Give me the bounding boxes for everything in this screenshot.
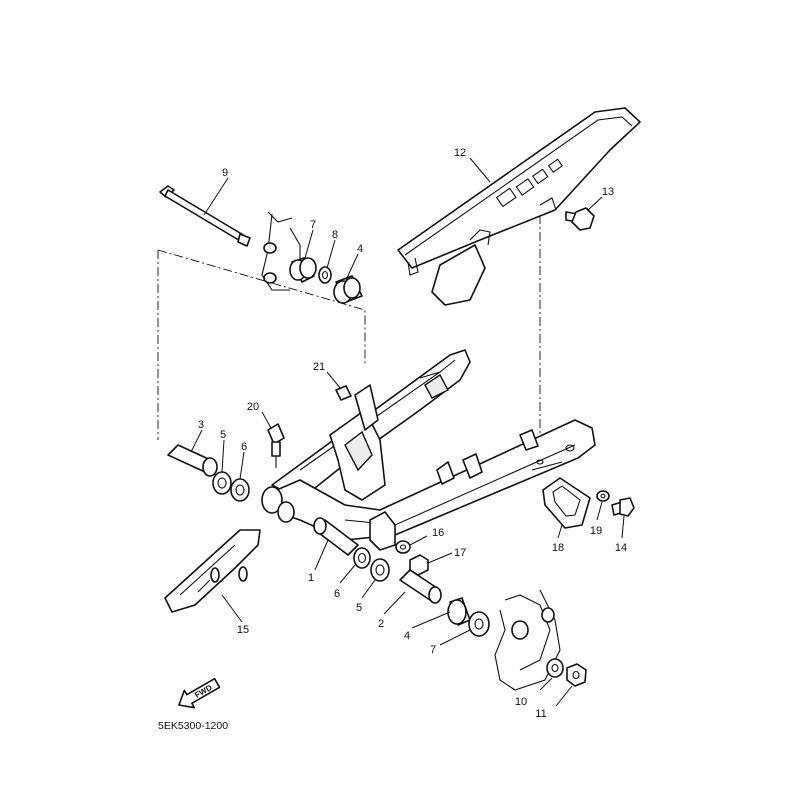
grease-tag [335, 385, 352, 401]
callout-10: 10 [515, 696, 527, 708]
adjuster-plate [542, 477, 591, 529]
callout-4: 4 [357, 243, 363, 255]
upper-collar [333, 275, 363, 304]
left-oil-seal [230, 478, 250, 502]
frame-bracket-upper [261, 211, 301, 291]
chain-guard [397, 107, 641, 306]
washer-15 [395, 540, 411, 554]
lower-collar [313, 517, 359, 556]
callout-5: 5 [220, 429, 226, 441]
callout-8: 8 [332, 229, 338, 241]
callout-4-lower: 4 [404, 630, 410, 642]
frame-bracket-lower [494, 589, 561, 691]
alignment-lines [157, 215, 541, 440]
leader-lines [190, 157, 625, 707]
lower-bearing [370, 558, 390, 582]
callout-5-lower: 5 [356, 602, 362, 614]
callout-labels: 9 7 8 4 12 13 21 20 3 5 6 1 6 5 2 4 7 16… [198, 147, 627, 720]
lower-bushing [468, 611, 490, 637]
callout-19: 14 [615, 542, 627, 554]
swingarm [261, 349, 596, 551]
callout-6: 6 [241, 441, 247, 453]
callout-7: 7 [310, 219, 316, 231]
chain-slider [164, 529, 261, 613]
callout-9: 9 [222, 167, 228, 179]
callout-12: 12 [454, 147, 466, 159]
callout-17: 18 [552, 542, 564, 554]
callout-20: 20 [247, 401, 259, 413]
adjuster-bolt [611, 497, 635, 517]
callout-11: 11 [535, 708, 546, 720]
callout-16: 17 [454, 547, 466, 559]
grease-nipple [267, 423, 285, 468]
pivot-bolt [159, 185, 251, 247]
left-pivot-collar [167, 444, 218, 477]
callout-14: 15 [237, 624, 249, 636]
callout-13: 13 [602, 186, 614, 198]
callout-2: 2 [378, 618, 384, 630]
callout-21: 21 [313, 361, 325, 373]
upper-washer [318, 266, 332, 284]
guard-bolt [565, 207, 595, 231]
bolt-16 [409, 554, 429, 576]
lower-collar-outer [447, 597, 471, 626]
upper-bushing [289, 257, 317, 283]
pivot-nut [566, 663, 587, 687]
adjuster-washer [596, 490, 610, 502]
callout-1: 1 [308, 572, 314, 584]
callout-7-lower: 7 [430, 644, 436, 656]
pivot-washer [546, 658, 564, 678]
left-bearing [212, 471, 232, 495]
callout-3: 3 [198, 419, 204, 431]
callout-15: 16 [432, 527, 444, 539]
lower-spacer [399, 569, 442, 604]
callout-18: 19 [590, 525, 602, 537]
forward-arrow-icon: FWD [178, 677, 221, 709]
lower-oil-seal [353, 547, 371, 569]
callout-6-lower: 6 [334, 588, 340, 600]
drawing-code: 5EK5300-1200 [158, 720, 228, 732]
